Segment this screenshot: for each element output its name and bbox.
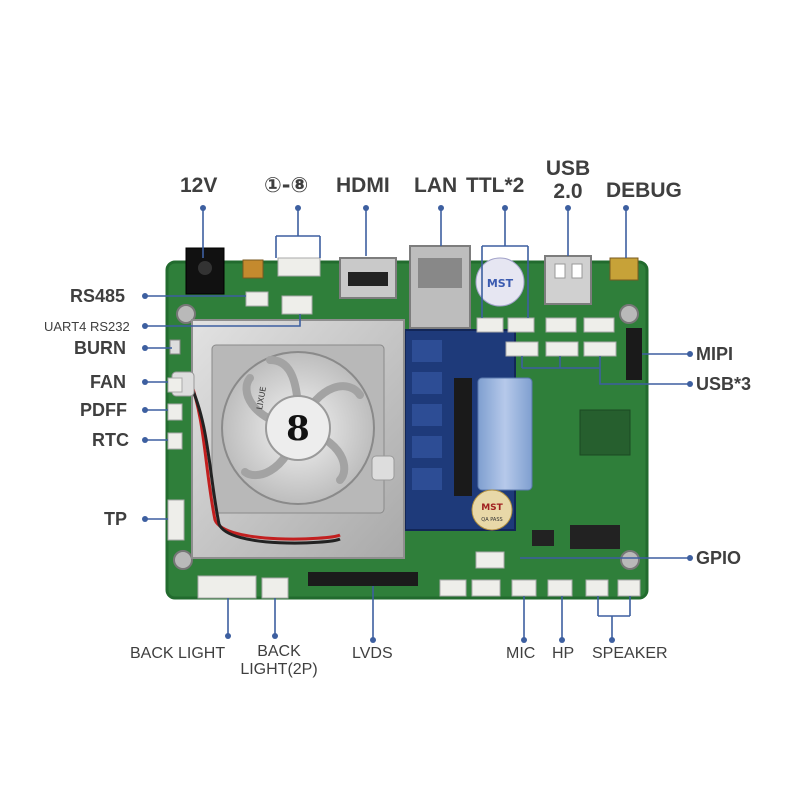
usb-2-port: [544, 255, 592, 305]
svg-text:QA PASS: QA PASS: [481, 517, 502, 523]
fan-logo-text: LIXUE: [255, 386, 268, 410]
usb-header-3: [583, 341, 617, 357]
label-speaker: SPEAKER: [592, 645, 668, 662]
lvds-header: [308, 572, 418, 586]
label-debug: DEBUG: [606, 179, 682, 202]
label-hp: HP: [552, 645, 575, 662]
label-hdmi: HDMI: [336, 174, 390, 197]
usb-header-1: [505, 341, 539, 357]
leader-lines: [145, 208, 690, 640]
mounting-holes: [173, 304, 640, 570]
fan-hub: [265, 395, 331, 461]
mic-connector: [511, 579, 537, 597]
hp-connector: [547, 579, 573, 597]
speaker-connector-2: [617, 579, 641, 597]
header-1-8: [277, 257, 321, 277]
fan-connector: [167, 377, 183, 393]
label-mic: MIC: [506, 645, 536, 662]
ttl-connector-1: [476, 317, 504, 333]
label-rs485: RS485: [70, 286, 126, 306]
hdmi-port: [339, 257, 397, 299]
label-fan: FAN: [90, 372, 126, 392]
qa-sticker: MST QA PASS: [471, 489, 513, 531]
mst-sticker: MST: [475, 257, 525, 307]
label-uart4-rs232: UART4 RS232: [44, 319, 130, 334]
leader-dots: [142, 205, 693, 643]
label-usb-line2: 2.0: [553, 180, 583, 203]
label-tp: TP: [104, 509, 128, 529]
rs485-connector: [245, 291, 269, 307]
ribbon-cable: [477, 377, 533, 491]
micro-usb-port: [242, 259, 264, 279]
debug-usb-port: [609, 257, 639, 281]
label-back-light-2p-line1: BACK: [257, 643, 301, 660]
label-burn: BURN: [74, 338, 126, 358]
usb-header-2: [545, 341, 579, 357]
svg-text:8: 8: [286, 409, 310, 449]
label-back-light: BACK LIGHT: [130, 645, 226, 662]
burn-button: [169, 339, 181, 355]
pdff-connector: [167, 403, 183, 421]
label-range-1-8: ①-⑧: [264, 173, 309, 197]
label-back-light-2p: BACK LIGHT(2P): [234, 644, 324, 678]
label-usb-3: USB*3: [696, 374, 752, 394]
label-usb-2-0: USB 2.0: [540, 158, 596, 202]
gpio-connector: [475, 551, 505, 569]
label-mipi: MIPI: [696, 344, 734, 364]
backlight-connector: [197, 575, 257, 599]
label-gpio: GPIO: [696, 548, 742, 568]
label-lan: LAN: [414, 174, 458, 197]
tp-connector: [167, 499, 185, 541]
backlight-2p-connector: [261, 577, 289, 599]
label-back-light-2p-line2: LIGHT(2P): [240, 661, 318, 678]
svg-text:MST: MST: [487, 277, 514, 290]
mipi-connector: [626, 328, 642, 380]
label-pdff: PDFF: [80, 400, 127, 420]
dc-jack: [185, 247, 225, 295]
uart-connector: [281, 295, 313, 315]
ethernet-port: [409, 245, 471, 329]
pcb-edge: [165, 260, 649, 600]
label-usb-line1: USB: [545, 157, 591, 180]
label-ttl: TTL*2: [466, 174, 525, 197]
label-12v: 12V: [180, 174, 218, 197]
label-rtc: RTC: [92, 430, 129, 450]
svg-text:MST: MST: [481, 503, 503, 513]
speaker-connector-1: [585, 579, 609, 597]
rtc-connector: [167, 432, 183, 450]
ttl-connector-2: [507, 317, 535, 333]
label-lvds: LVDS: [352, 645, 393, 662]
